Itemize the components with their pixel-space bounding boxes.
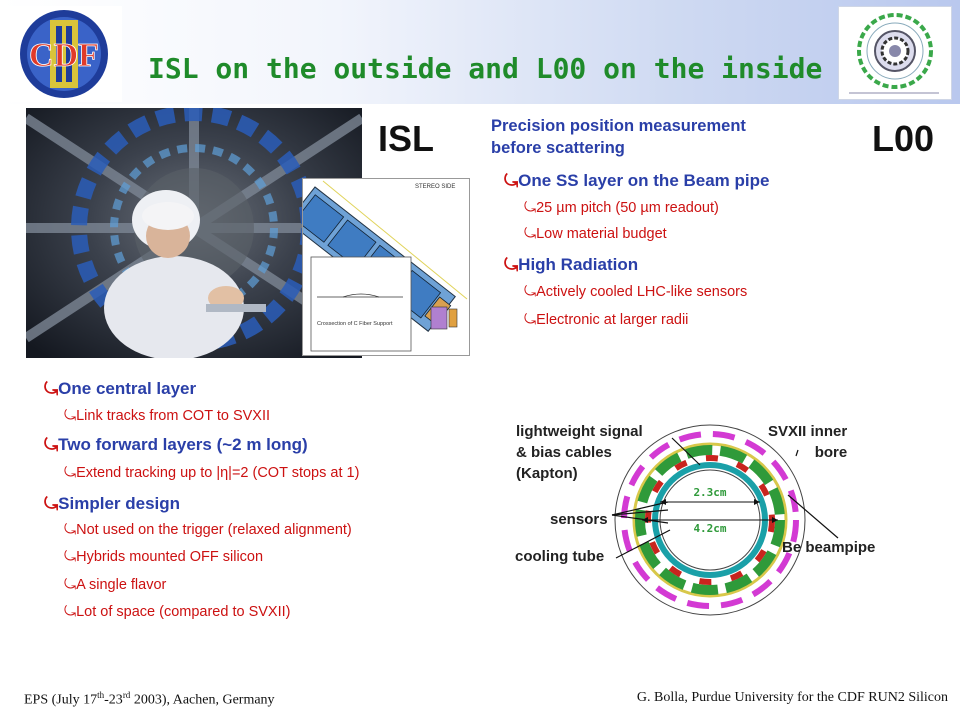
curved-arrow-icon: ⤿ xyxy=(44,494,59,514)
curved-arrow-icon: ⤿ xyxy=(504,171,519,191)
curved-arrow-icon: ⤿ xyxy=(44,379,59,399)
dimension-outer: 4.2cm xyxy=(693,522,726,535)
label-svxii-bore: SVXII inner bore xyxy=(768,423,848,461)
label-sensors: sensors xyxy=(550,511,608,528)
left-item-3-sub-4: ⤿Lot of space (compared to SVXII) xyxy=(64,604,291,620)
left-item-3-sub-2: ⤿Hybrids mounted OFF silicon xyxy=(64,549,264,565)
footer-author: G. Bolla, Purdue University for the CDF … xyxy=(636,690,948,705)
curved-arrow-icon: ⤿ xyxy=(504,255,519,275)
header-banner xyxy=(0,0,960,104)
label-cooling-tube: cooling tube xyxy=(515,548,605,565)
curved-arrow-icon: ⤿ xyxy=(64,549,77,565)
drawing-title: STEREO SIDE xyxy=(415,184,455,190)
page-title: ISL on the outside and L00 on the inside xyxy=(148,52,823,85)
label-signal-cables: lightweight signal & bias cables (Kapton… xyxy=(516,423,643,482)
left-item-1: ⤿One central layer xyxy=(44,379,197,399)
ladder-technical-drawing: STEREO SIDE Crossection of C Fiber Suppo… xyxy=(287,178,470,356)
svg-text:CDF: CDF xyxy=(29,37,99,74)
intro-line-1: Precision position measurement xyxy=(491,117,746,135)
intro-line-2: before scattering xyxy=(491,139,625,157)
curved-arrow-icon: ⤿ xyxy=(64,604,77,620)
left-item-1-sub-1: ⤿Link tracks from COT to SVXII xyxy=(64,408,271,424)
curved-arrow-icon: ⤿ xyxy=(64,577,77,593)
intro-text: Precision position measurement before sc… xyxy=(491,115,746,159)
curved-arrow-icon: ⤿ xyxy=(524,200,537,216)
left-item-3: ⤿Simpler design xyxy=(44,494,181,514)
right-item-2-sub-2: ⤿Electronic at larger radii xyxy=(524,312,689,328)
right-item-1: ⤿One SS layer on the Beam pipe xyxy=(504,171,770,191)
curved-arrow-icon: ⤿ xyxy=(64,408,77,424)
left-item-2: ⤿Two forward layers (~2 m long) xyxy=(44,435,308,455)
isl-label: ISL xyxy=(378,118,435,159)
l00-crosssection-diagram: 2.3cm 4.2cm xyxy=(610,420,810,620)
right-item-2: ⤿High Radiation xyxy=(504,255,639,275)
dimension-inner: 2.3cm xyxy=(693,486,726,499)
l00-label: L00 xyxy=(872,118,935,159)
curved-arrow-icon: ⤿ xyxy=(524,312,537,328)
right-item-2-sub-1: ⤿Actively cooled LHC-like sensors xyxy=(524,284,748,300)
footer-conference: EPS (July 17th-23rd 2003), Aachen, Germa… xyxy=(24,690,275,708)
curved-arrow-icon: ⤿ xyxy=(64,522,77,538)
left-item-3-sub-3: ⤿A single flavor xyxy=(64,577,167,593)
curved-arrow-icon: ⤿ xyxy=(524,284,537,300)
curved-arrow-icon: ⤿ xyxy=(44,435,59,455)
curved-arrow-icon: ⤿ xyxy=(64,465,77,481)
label-be-beampipe: Be beampipe xyxy=(782,539,876,556)
cdf-logo: CDF xyxy=(6,6,122,102)
detector-crosssection-thumbnail xyxy=(838,6,952,100)
right-item-1-sub-2: ⤿Low material budget xyxy=(524,226,667,242)
left-item-3-sub-1: ⤿Not used on the trigger (relaxed alignm… xyxy=(64,522,352,538)
curved-arrow-icon: ⤿ xyxy=(524,226,537,242)
left-item-2-sub-1: ⤿Extend tracking up to |η|=2 (COT stops … xyxy=(64,465,360,481)
right-item-1-sub-1: ⤿25 µm pitch (50 µm readout) xyxy=(524,200,719,216)
drawing-caption: Crossection of C Fiber Support xyxy=(317,321,393,327)
